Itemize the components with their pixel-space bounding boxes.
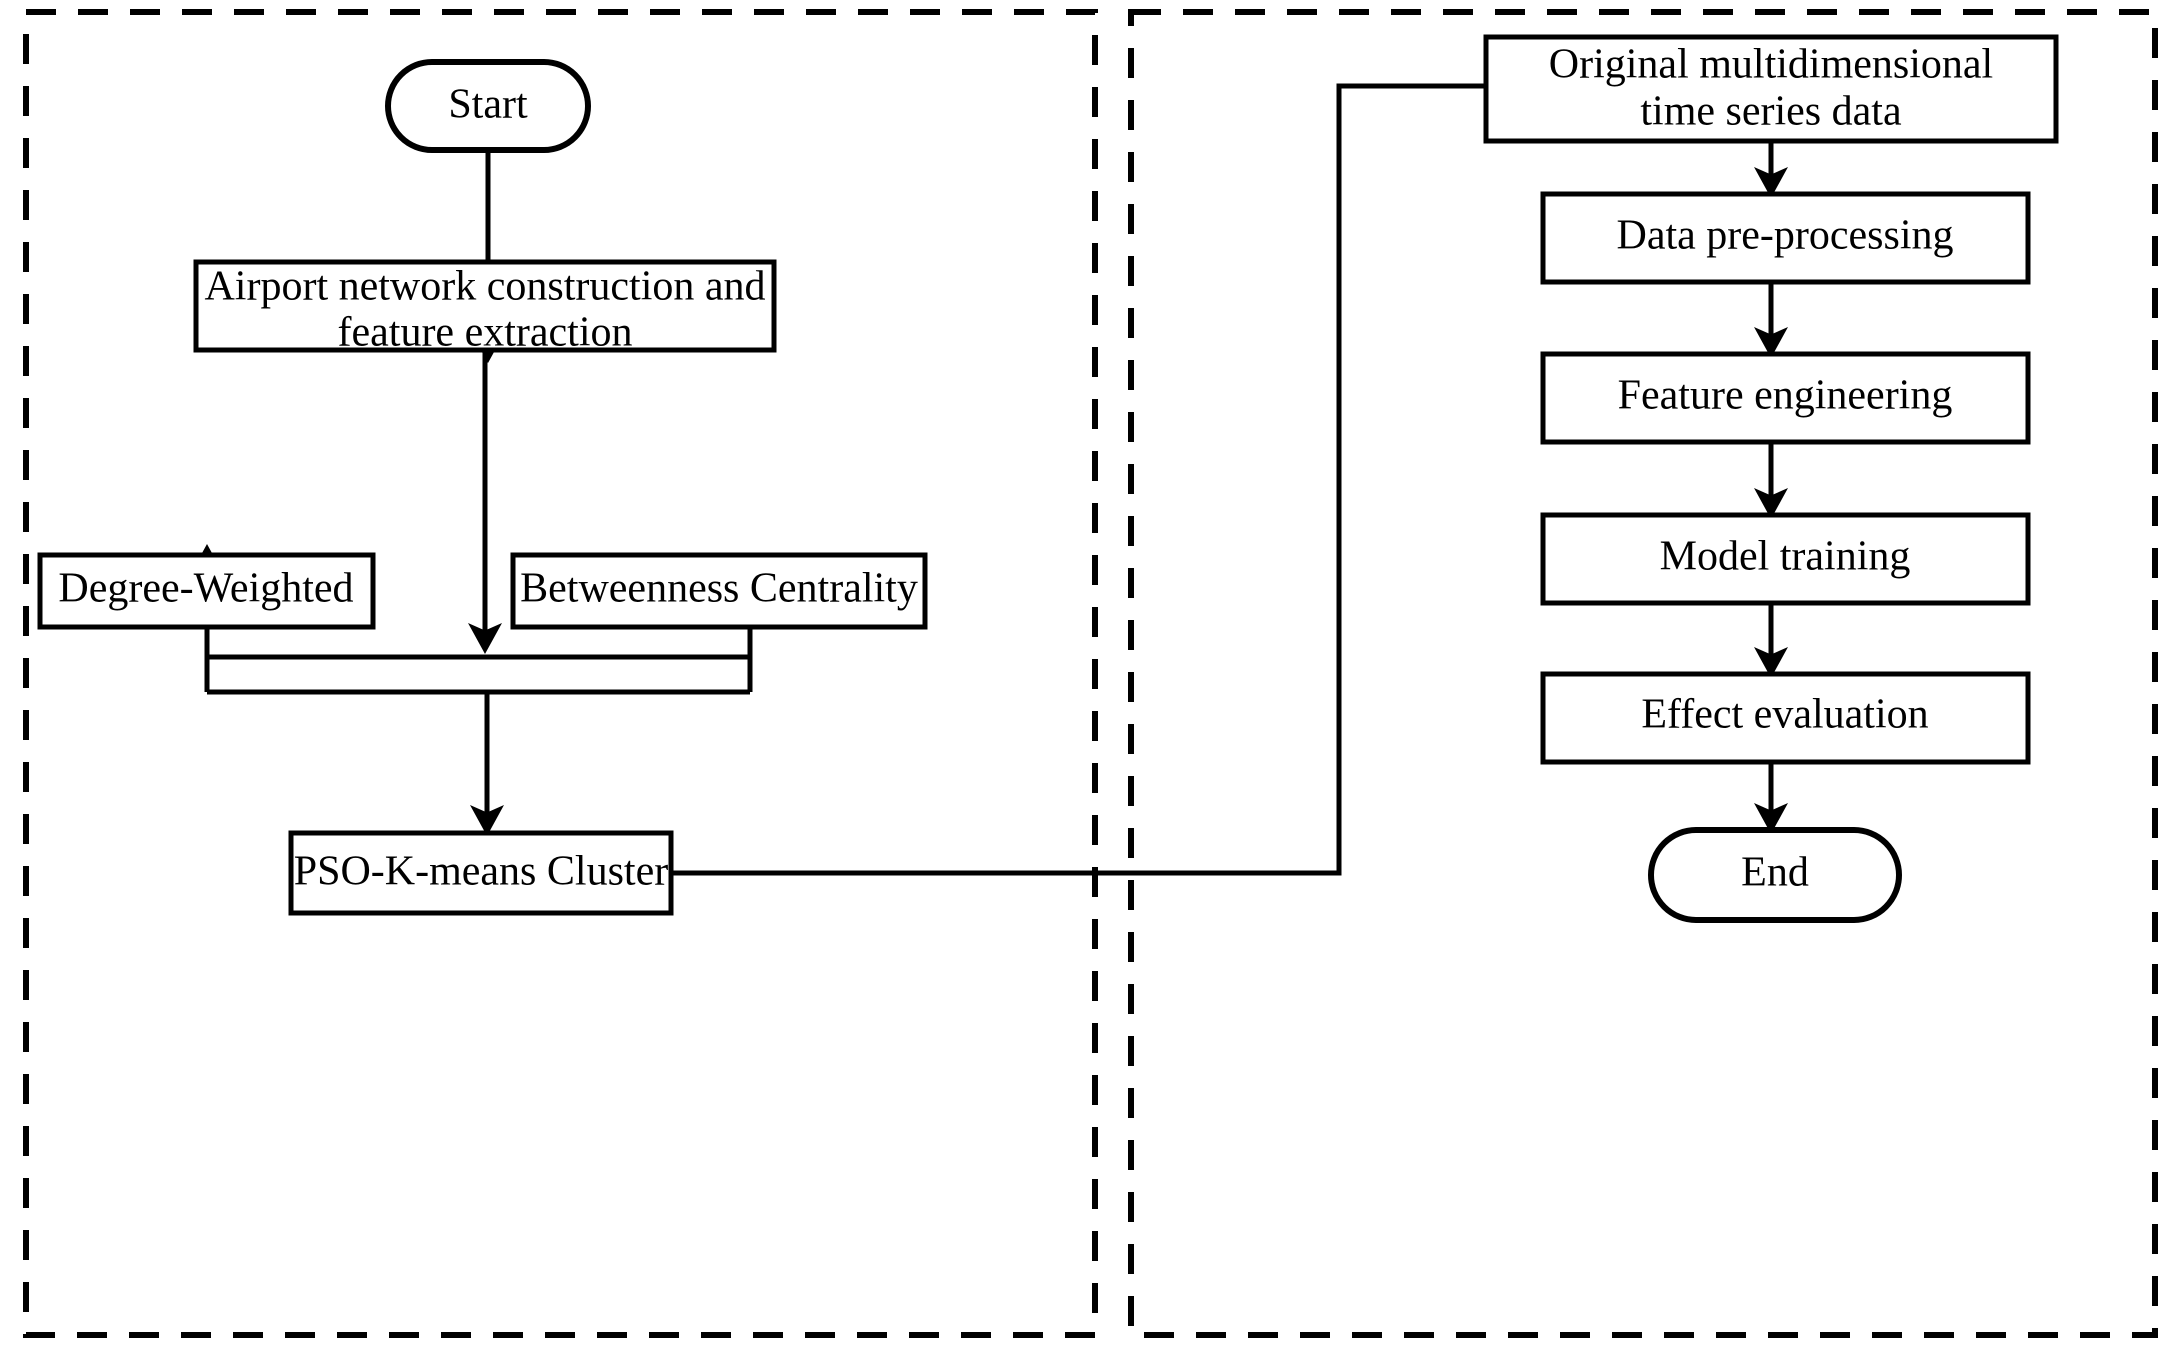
node-original-data-label-line1: Original multidimensional [1549, 42, 1993, 88]
node-degree-weighted-shape[interactable] [37, 552, 376, 630]
node-airport-network-label-line2: feature extraction [338, 310, 633, 356]
node-degree-weighted-label: Degree-Weighted [58, 566, 353, 612]
node-betweenness-centrality-shape[interactable] [510, 552, 928, 630]
node-effect-evaluation-shape[interactable] [1540, 671, 2031, 765]
node-end-shape[interactable] [1648, 827, 1902, 923]
node-airport-network-label-line1: Airport network construction and [204, 264, 765, 310]
node-data-preprocessing-label: Data pre-processing [1616, 213, 1953, 259]
node-original-data-label-line2: time series data [1640, 89, 1902, 135]
right-panel-border [1128, 9, 2158, 1338]
node-betweenness-centrality-label: Betweenness Centrality [520, 566, 918, 612]
node-feature-engineering-shape[interactable] [1540, 351, 2031, 445]
node-feature-engineering-label: Feature engineering [1618, 373, 1953, 419]
left-panel-border [23, 9, 1098, 1338]
node-pso-kmeans-label: PSO-K-means Cluster [294, 849, 668, 895]
node-end-label: End [1741, 850, 1809, 896]
edge-pso-kmeans-to-original-data [671, 69, 1562, 876]
node-pso-kmeans-shape[interactable] [288, 830, 674, 916]
node-data-preprocessing-shape[interactable] [1540, 191, 2031, 285]
node-start-label: Start [448, 82, 528, 128]
node-original-data-shape[interactable] [1483, 34, 2059, 144]
node-effect-evaluation-label: Effect evaluation [1641, 692, 1928, 738]
node-model-training-shape[interactable] [1540, 512, 2031, 606]
node-model-training-label: Model training [1660, 534, 1911, 580]
node-airport-network-shape[interactable] [193, 259, 777, 353]
